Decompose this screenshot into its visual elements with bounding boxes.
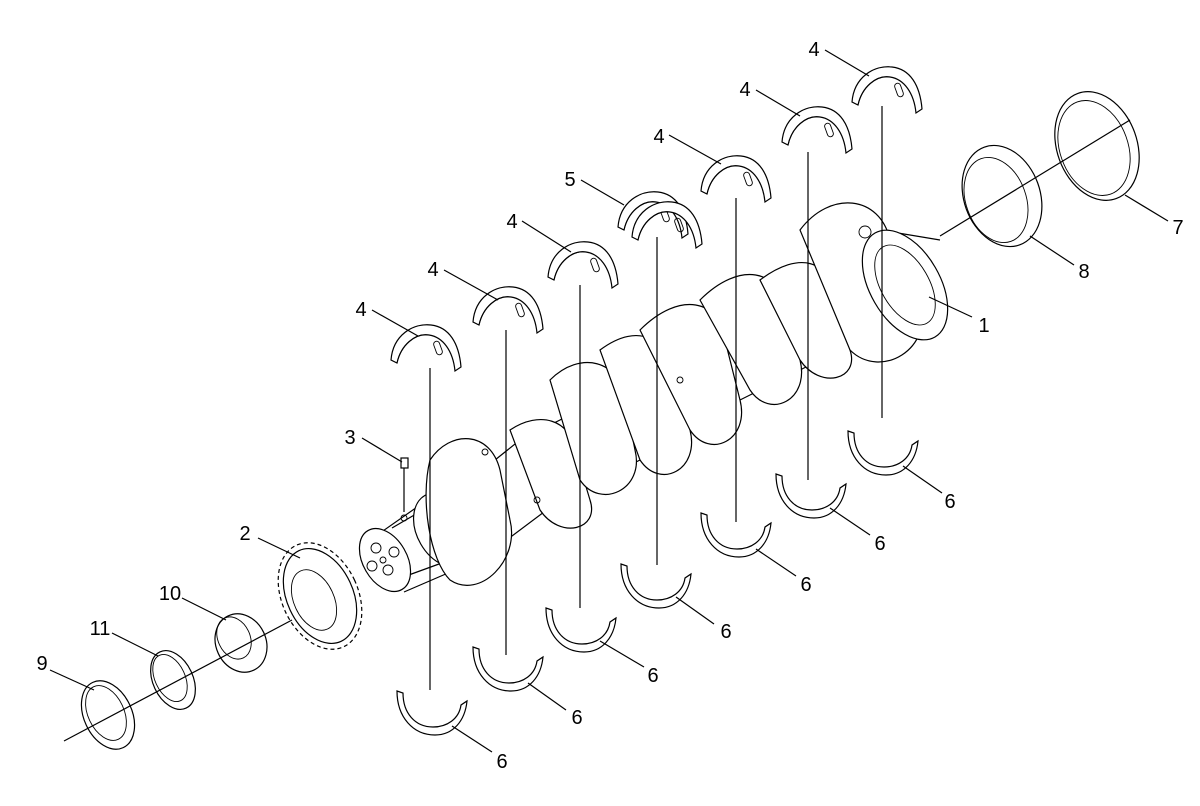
callout-10: 10 — [159, 583, 181, 605]
front-axis-line — [63, 619, 293, 742]
callout-labels: 1 2 3 4 4 4 4 4 4 4 5 6 6 6 6 6 6 6 7 8 … — [36, 39, 1183, 773]
upper-bearing-shell — [547, 241, 619, 289]
callout-4: 4 — [427, 259, 438, 281]
callout-11: 11 — [90, 618, 111, 640]
thrust-bearing-shell — [617, 191, 703, 249]
callout-7: 7 — [1172, 217, 1183, 239]
rear-ring — [961, 144, 1043, 248]
lower-bearing-shell — [472, 646, 544, 692]
callout-4: 4 — [506, 211, 517, 233]
upper-bearing-shell — [781, 106, 853, 154]
alignment-lines — [429, 106, 883, 690]
callout-9: 9 — [36, 653, 47, 675]
crankshaft — [358, 202, 949, 593]
lower-bearing-shell — [545, 607, 617, 653]
callout-4: 4 — [739, 79, 750, 101]
front-seal — [80, 680, 136, 750]
leader-lines — [49, 49, 1169, 753]
rear-seal — [1054, 91, 1140, 201]
callout-2: 2 — [239, 523, 250, 545]
callout-6: 6 — [647, 665, 658, 687]
callout-5: 5 — [564, 169, 575, 191]
callout-8: 8 — [1078, 261, 1089, 283]
upper-bearing-shell — [390, 324, 462, 372]
callout-6: 6 — [874, 533, 885, 555]
dowel-pin — [400, 457, 409, 522]
callout-6: 6 — [571, 707, 582, 729]
upper-bearing-shell — [700, 155, 772, 203]
crankshaft-gear — [277, 542, 363, 650]
callout-6: 6 — [496, 751, 507, 773]
callout-4: 4 — [355, 299, 366, 321]
upper-bearing-shell — [472, 286, 544, 334]
lower-bearing-shell — [620, 563, 692, 609]
rear-axis-line — [939, 119, 1131, 237]
callout-4: 4 — [808, 39, 819, 61]
callout-6: 6 — [944, 491, 955, 513]
upper-bearing-shell — [851, 66, 923, 114]
front-ring — [150, 650, 196, 710]
callout-3: 3 — [344, 427, 355, 449]
callout-6: 6 — [720, 621, 731, 643]
callout-1: 1 — [978, 315, 989, 337]
callout-4: 4 — [653, 126, 664, 148]
callout-6: 6 — [800, 574, 811, 596]
spacer — [214, 613, 268, 673]
